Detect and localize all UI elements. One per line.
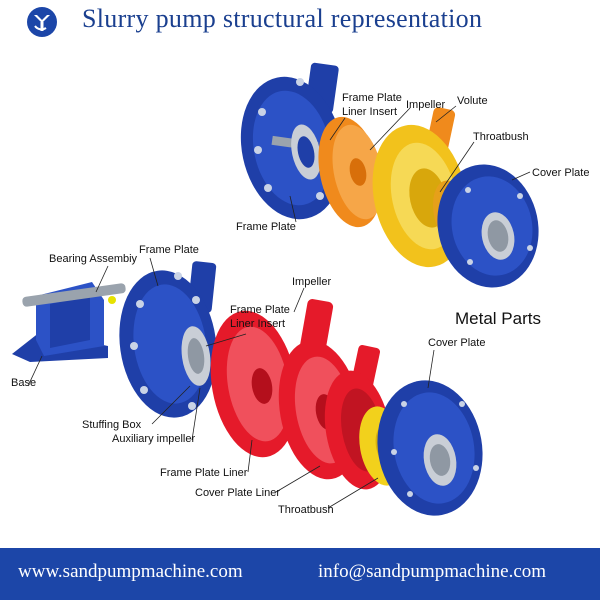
- bearing-shaft-part: [22, 283, 126, 307]
- label-frame-plate-liner: Frame Plate Liner: [160, 467, 248, 479]
- footer-bar: www.sandpumpmachine.com info@sandpumpmac…: [0, 548, 600, 600]
- label-top-frame-plate-liner-insert-line2: Liner Insert: [342, 106, 397, 118]
- pump-diagram: Frame Plate Liner Insert Impeller Volute…: [11, 62, 589, 516]
- top-cover-plate-part: [437, 164, 539, 288]
- label-bottom-throatbush: Throatbush: [278, 504, 334, 516]
- header: Slurry pump structural representation: [0, 0, 600, 44]
- labels: Frame Plate Liner Insert Impeller Volute…: [11, 92, 589, 516]
- label-bottom-frame-plate: Frame Plate: [139, 244, 199, 256]
- bottom-assembly: [12, 257, 483, 516]
- email-link[interactable]: info@sandpumpmachine.com: [318, 561, 547, 582]
- bottom-base-part: [12, 282, 126, 362]
- top-assembly: [240, 62, 539, 288]
- website-link[interactable]: www.sandpumpmachine.com: [18, 561, 243, 582]
- label-bottom-frame-plate-liner-insert-line2: Liner Insert: [230, 318, 285, 330]
- label-metal-parts: Metal Parts: [455, 309, 541, 328]
- label-cover-plate-liner: Cover Plate Liner: [195, 487, 280, 499]
- label-bottom-cover-plate: Cover Plate: [428, 337, 485, 349]
- label-base: Base: [11, 377, 36, 389]
- label-top-frame-plate: Frame Plate: [236, 221, 296, 233]
- label-auxiliary-impeller: Auxiliary impeller: [112, 433, 195, 445]
- label-bottom-frame-plate-liner-insert-line1: Frame Plate: [230, 304, 290, 316]
- bottom-frame-plate-part: [119, 261, 217, 418]
- label-top-cover-plate: Cover Plate: [532, 167, 589, 179]
- label-top-frame-plate-liner-insert-line1: Frame Plate: [342, 92, 402, 104]
- label-stuffing-box: Stuffing Box: [82, 419, 142, 431]
- label-top-throatbush: Throatbush: [473, 131, 529, 143]
- page-title: Slurry pump structural representation: [82, 4, 483, 33]
- label-top-impeller: Impeller: [406, 99, 445, 111]
- company-logo: [27, 7, 57, 37]
- label-bottom-impeller: Impeller: [292, 276, 331, 288]
- label-bearing-assembly: Bearing Assembiy: [49, 253, 138, 265]
- top-impeller-part: [318, 116, 384, 228]
- bottom-cover-plate-part: [377, 380, 483, 516]
- bottom-frame-plate-liner-part: [210, 310, 298, 458]
- label-top-volute: Volute: [457, 95, 488, 107]
